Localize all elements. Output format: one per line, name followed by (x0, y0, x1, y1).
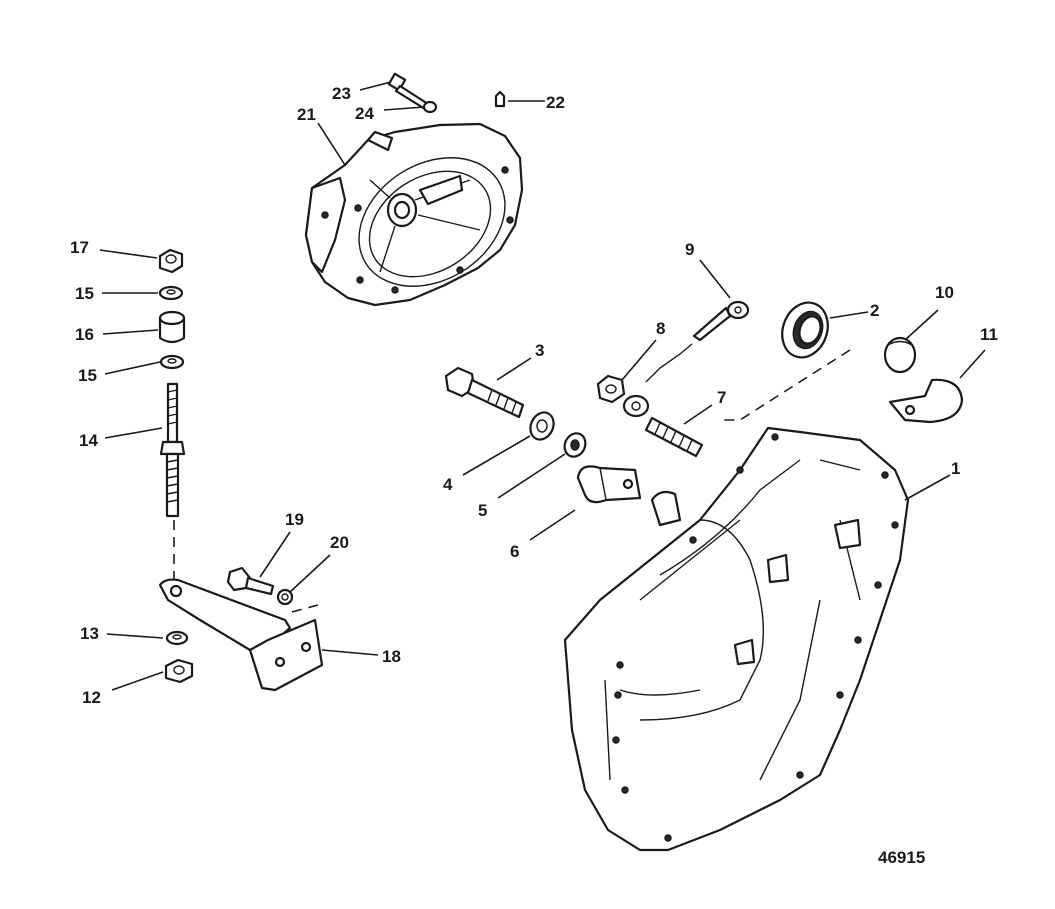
callout-leaders (99, 81, 986, 691)
part-21-housing-cover (304, 122, 524, 307)
part-3-bolt (444, 366, 525, 419)
callout-1: 1 (951, 459, 961, 478)
callout-10: 10 (935, 283, 954, 302)
callout-6: 6 (510, 542, 520, 561)
part-11-clip (888, 378, 964, 424)
callout-12: 12 (82, 688, 101, 707)
part-24-washer (422, 100, 438, 114)
callout-7: 7 (717, 388, 727, 407)
part-16-spacer (158, 310, 186, 344)
callout-16: 16 (75, 325, 94, 344)
part-4-washer (529, 411, 555, 441)
callout-24: 24 (355, 104, 374, 123)
callout-13: 13 (80, 624, 99, 643)
part-10-plug (883, 336, 917, 374)
callout-21: 21 (297, 105, 316, 124)
part-9-ground-strap (622, 300, 750, 418)
part-17-nut (158, 248, 184, 274)
callout-9: 9 (685, 240, 695, 259)
callout-2: 2 (870, 301, 880, 320)
callout-19: 19 (285, 510, 304, 529)
part-14-stud (159, 382, 186, 518)
callout-22: 22 (546, 93, 565, 112)
part-2-seal (781, 301, 829, 359)
callout-3: 3 (535, 341, 545, 360)
callout-18: 18 (382, 647, 401, 666)
part-12-nut (164, 658, 194, 684)
part-15-washer-upper (158, 285, 184, 301)
callout-11: 11 (980, 325, 998, 344)
callout-4: 4 (443, 475, 453, 494)
callout-20: 20 (330, 533, 349, 552)
callout-14: 14 (79, 431, 98, 450)
callout-5: 5 (478, 501, 488, 520)
callout-15-lower: 15 (78, 366, 97, 385)
part-8-nut (596, 374, 626, 404)
part-13-washer (165, 630, 189, 646)
part-7-stud (644, 416, 704, 458)
part-23-bolt (387, 72, 430, 111)
part-19-bolt (226, 566, 275, 596)
callout-23: 23 (332, 84, 351, 103)
part-18-bracket (158, 578, 324, 692)
part-1-flywheel-housing (563, 426, 910, 852)
part-22-fitting (494, 90, 506, 108)
callout-15-upper: 15 (75, 284, 94, 303)
callout-17: 17 (70, 238, 89, 257)
part-15-washer-lower (159, 354, 185, 370)
callout-8: 8 (656, 319, 666, 338)
part-5-lock-washer (563, 432, 587, 458)
part-20-washer (276, 588, 294, 606)
part-6-clip (576, 465, 642, 504)
figure-number: 46915 (878, 848, 926, 867)
